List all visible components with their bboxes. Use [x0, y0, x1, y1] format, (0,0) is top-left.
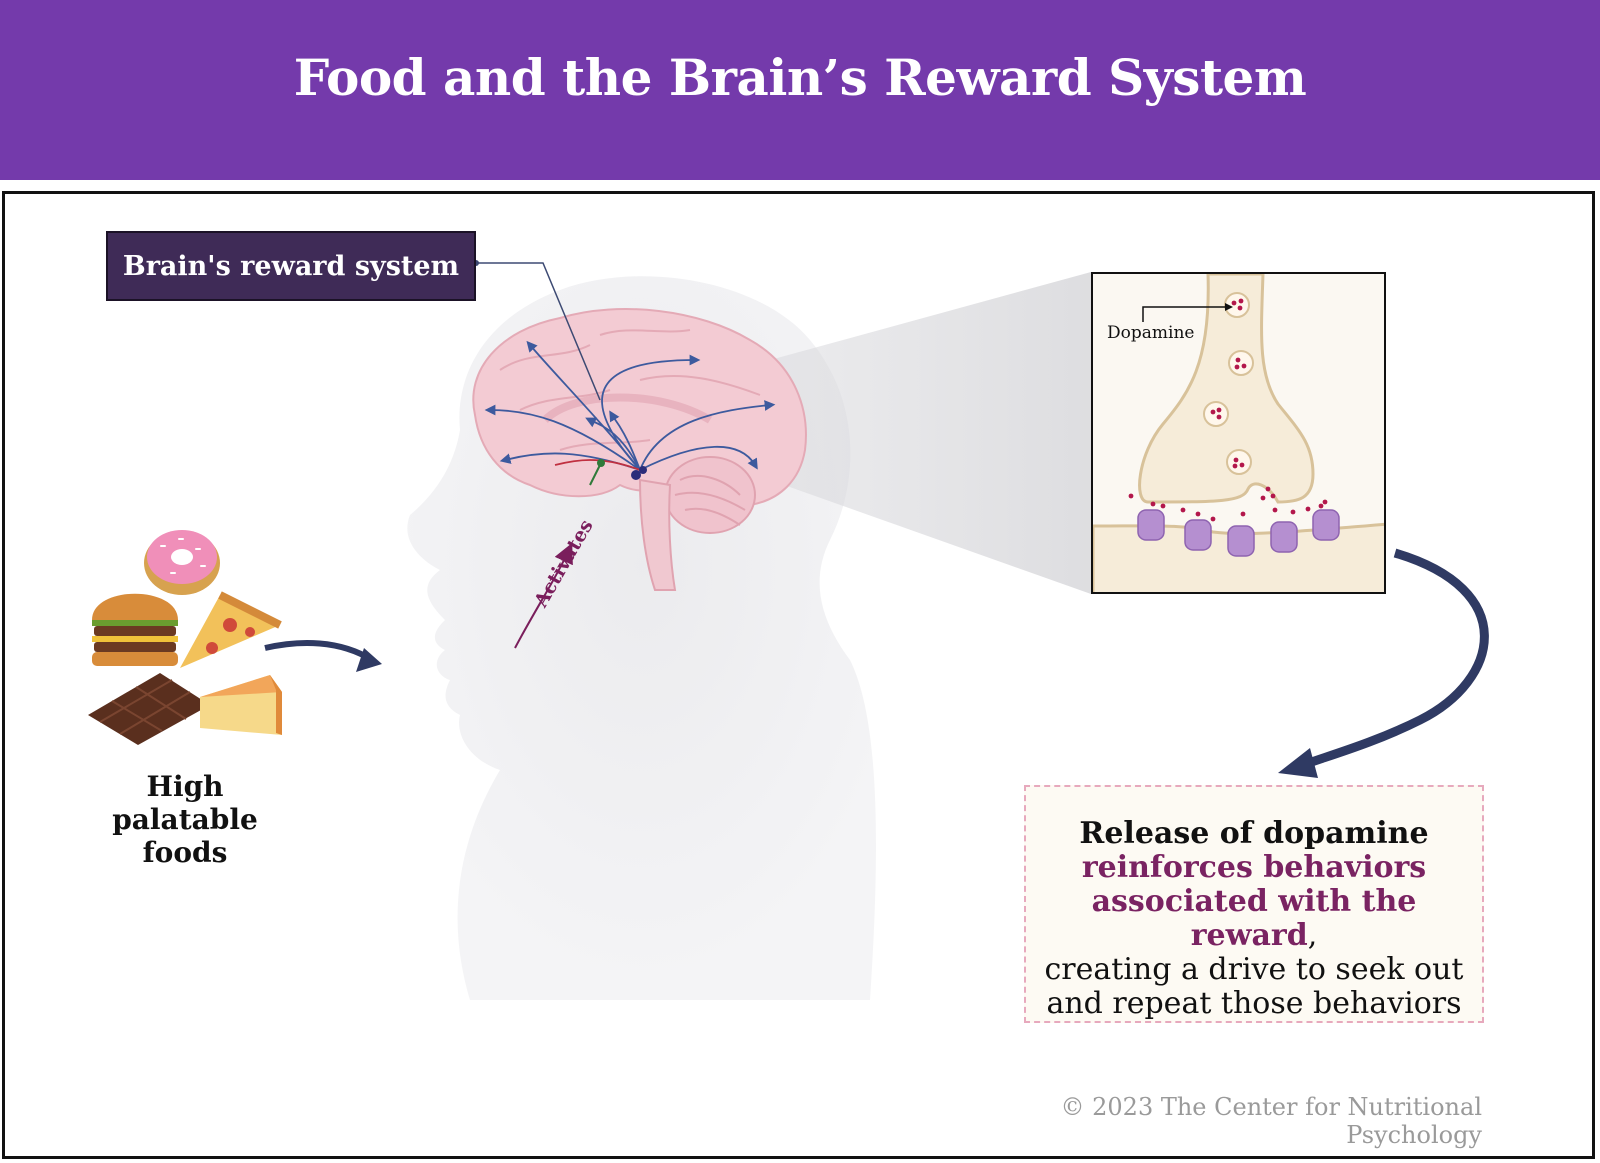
result-rest-line1: creating a drive to seek out — [1044, 952, 1464, 987]
synapse-illustration — [1093, 274, 1384, 592]
pizza-icon — [180, 591, 282, 668]
brain-reward-system-label: Brain's reward system — [106, 231, 476, 301]
food-label-line2: foods — [142, 836, 228, 869]
synapse-zoom-panel — [1091, 272, 1386, 594]
brain-illustration — [472, 308, 807, 591]
result-highlight-line2: associated with the reward — [1091, 884, 1417, 953]
header-banner: Food and the Brain’s Reward System — [0, 0, 1600, 180]
label-connector — [476, 262, 601, 401]
chocolate-icon — [88, 673, 210, 745]
result-comma: , — [1307, 918, 1318, 953]
food-arrow — [264, 640, 374, 663]
activates-arrow — [514, 542, 573, 649]
copyright-notice: © 2023 The Center for Nutritional Psycho… — [1060, 1093, 1483, 1149]
result-arrow — [1293, 548, 1489, 773]
burger-icon — [92, 593, 178, 666]
page-title: Food and the Brain’s Reward System — [293, 48, 1307, 107]
vesicles — [1203, 292, 1254, 475]
food-label-line1: High palatable — [112, 770, 258, 836]
dopamine-label: Dopamine — [1107, 323, 1195, 343]
result-highlight-line1: reinforces behaviors — [1081, 850, 1427, 885]
result-callout: Release of dopamine reinforces behaviors… — [1024, 785, 1484, 1023]
brain-reward-system-text: Brain's reward system — [122, 250, 460, 282]
result-line1: Release of dopamine — [1079, 816, 1429, 851]
food-label: High palatable foods — [70, 770, 300, 869]
food-illustration — [88, 530, 282, 745]
result-rest-line2: and repeat those behaviors — [1046, 986, 1462, 1021]
result-highlight-line2-wrap: associated with the reward, — [1026, 885, 1482, 953]
zoom-beam — [770, 272, 1091, 594]
receptors — [1137, 509, 1340, 557]
cheese-icon — [200, 675, 282, 735]
